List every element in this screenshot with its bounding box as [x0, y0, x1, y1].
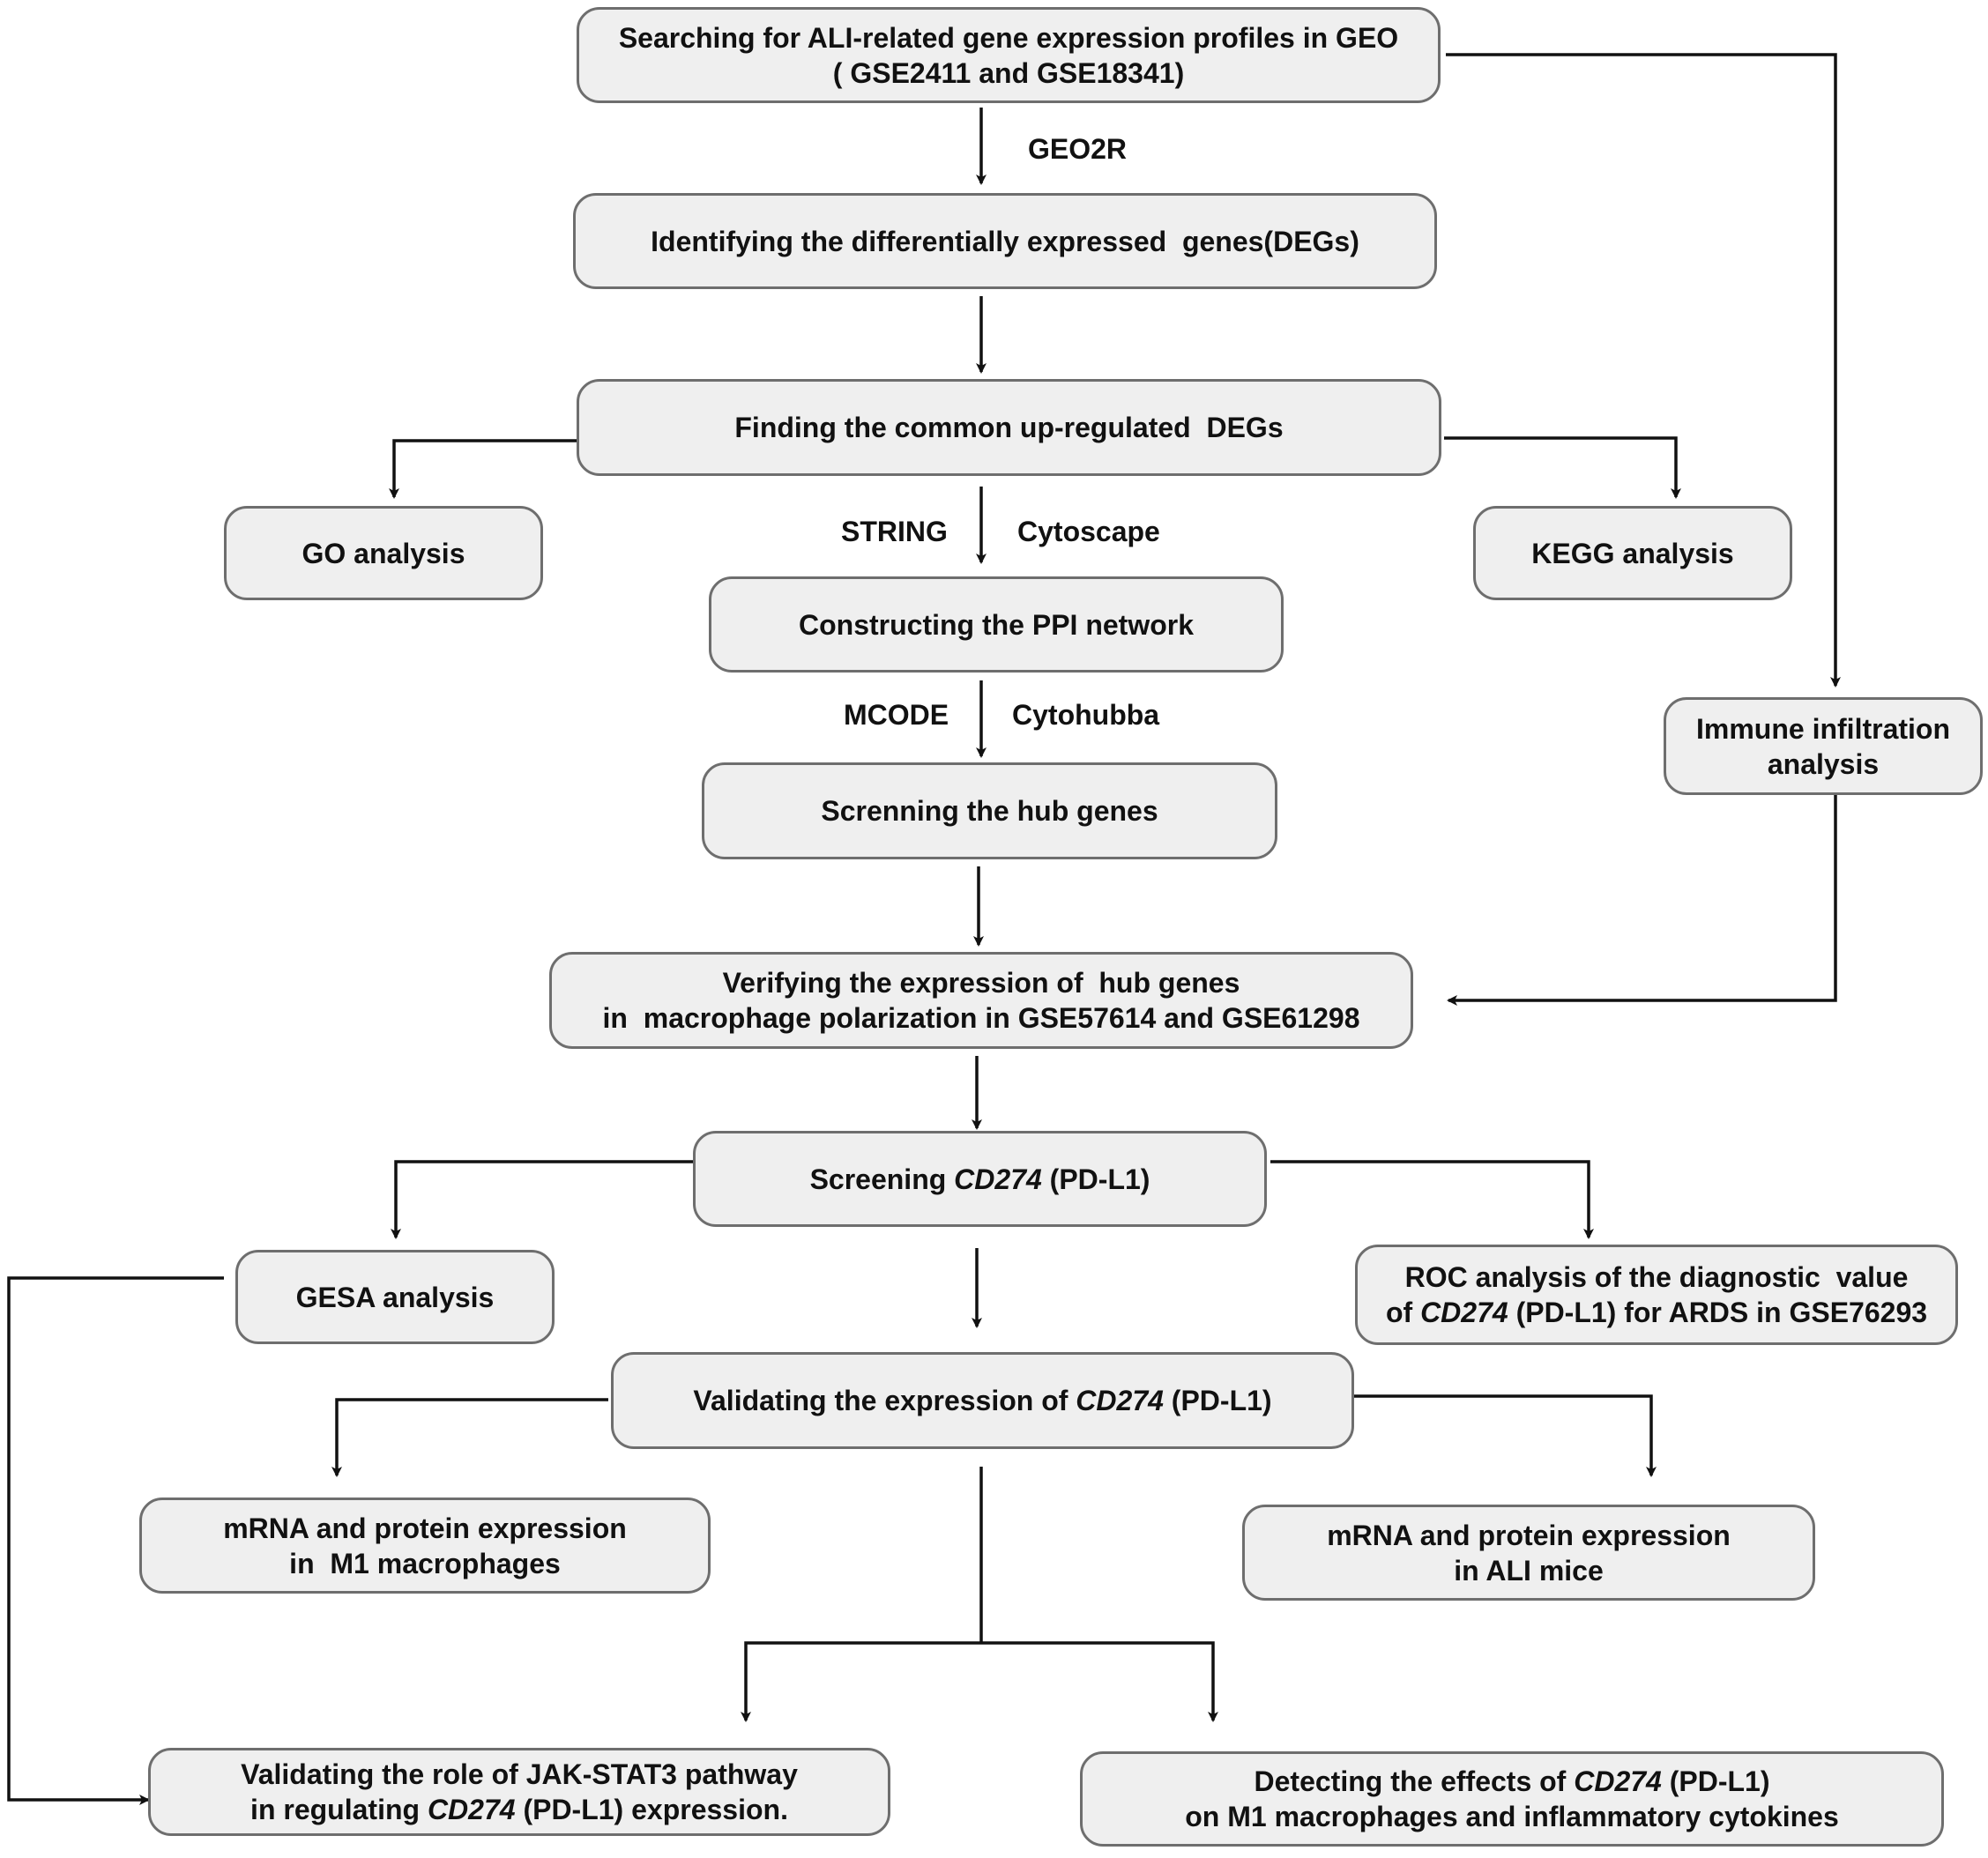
node-immune-infiltration: Immune infiltration analysis [1664, 697, 1983, 795]
node-verify-line1: Verifying the expression of hub genes [722, 967, 1240, 999]
node-search-line2: ( GSE2411 and GSE18341) [832, 56, 1185, 89]
node-validate-cd274: Validating the expression of CD274 (PD-L… [611, 1352, 1354, 1449]
node-alimice-line2: in ALI mice [1454, 1554, 1604, 1587]
node-screening-suffix: (PD-L1) [1041, 1163, 1150, 1195]
arrow-common-to-kegg [1444, 436, 1681, 499]
edge-label-geo2r: GEO2R [1028, 133, 1128, 165]
node-search-line1: Searching for ALI-related gene expressio… [618, 21, 1399, 54]
node-jak-line2-prefix: in regulating [250, 1794, 428, 1825]
arrow-immune-to-verify [1447, 795, 1837, 1006]
node-detect-line1-suffix: (PD-L1) [1661, 1765, 1770, 1797]
node-validate-prefix: Validating the expression of [693, 1385, 1076, 1416]
node-jak-line2: in regulating CD274 (PD-L1) expression. [250, 1792, 788, 1827]
arrow-screening-to-roc [1270, 1160, 1594, 1239]
arrow-screening-to-gesa [391, 1160, 693, 1239]
node-m1-line2: in M1 macrophages [289, 1547, 561, 1579]
node-m1-expression: mRNA and protein expression in M1 macrop… [139, 1498, 711, 1594]
node-m1-line1: mRNA and protein expression [223, 1512, 627, 1544]
node-validate-suffix: (PD-L1) [1163, 1385, 1272, 1416]
node-detect-gene: CD274 [1574, 1765, 1662, 1797]
node-screening-cd274: Screening CD274 (PD-L1) [693, 1131, 1267, 1227]
node-jak-line2-suffix: (PD-L1) expression. [515, 1794, 788, 1825]
node-kegg-line1: KEGG analysis [1531, 537, 1734, 569]
arrow-validate-to-alimice [1354, 1394, 1657, 1477]
arrow-search-to-immune [1446, 53, 1841, 687]
node-alimice-line1: mRNA and protein expression [1327, 1519, 1731, 1551]
node-go-line1: GO analysis [302, 537, 465, 569]
edge-label-cytohubba: Cytohubba [1012, 699, 1160, 731]
node-detect-line2: on M1 macrophages and inflammatory cytok… [1185, 1801, 1839, 1832]
node-jak-gene: CD274 [427, 1794, 516, 1825]
node-go-analysis: GO analysis [224, 506, 543, 600]
node-ppi-line1: Constructing the PPI network [798, 608, 1195, 641]
node-common-line1: Finding the common up-regulated DEGs [734, 412, 1284, 443]
arrow-common-to-go [389, 439, 577, 499]
node-identify-degs: Identifying the differentially expressed… [573, 193, 1437, 289]
node-kegg-analysis: KEGG analysis [1473, 506, 1792, 600]
node-degs-line1: Identifying the differentially expressed… [651, 225, 1359, 257]
node-jak-stat3: Validating the role of JAK-STAT3 pathway… [148, 1748, 890, 1836]
node-detect-effects: Detecting the effects of CD274 (PD-L1) o… [1080, 1751, 1944, 1847]
node-hub-genes: Screnning the hub genes [702, 762, 1277, 859]
arrow-split-to-jak [741, 1641, 981, 1722]
node-immune-line2: analysis [1767, 747, 1880, 780]
node-gesa-line1: GESA analysis [295, 1281, 495, 1313]
edge-label-mcode: MCODE [844, 699, 949, 731]
edge-label-cytoscape: Cytoscape [1017, 516, 1160, 547]
node-roc-line1: ROC analysis of the diagnostic value [1404, 1261, 1909, 1293]
node-screening-line1: Screening CD274 (PD-L1) [810, 1162, 1150, 1197]
node-screening-prefix: Screening [809, 1163, 955, 1195]
node-detect-line1-prefix: Detecting the effects of [1254, 1765, 1575, 1797]
node-roc-analysis: ROC analysis of the diagnostic value of … [1355, 1245, 1958, 1345]
node-roc-gene: CD274 [1420, 1297, 1508, 1328]
edge-label-string: STRING [841, 516, 948, 547]
node-roc-line2-suffix: (PD-L1) for ARDS in GSE76293 [1508, 1297, 1928, 1328]
node-ppi-network: Constructing the PPI network [709, 576, 1284, 673]
node-search-geo: Searching for ALI-related gene expressio… [577, 7, 1441, 103]
node-immune-line1: Immune infiltration [1696, 712, 1950, 745]
arrow-validate-to-m1 [331, 1398, 608, 1477]
node-verify-line2: in macrophage polarization in GSE57614 a… [602, 1002, 1360, 1034]
node-validate-gene: CD274 [1076, 1385, 1164, 1416]
arrow-gesa-to-jak [7, 1276, 224, 1805]
node-validate-line1: Validating the expression of CD274 (PD-L… [693, 1383, 1271, 1418]
node-detect-line1: Detecting the effects of CD274 (PD-L1) [1255, 1764, 1770, 1799]
node-ali-mice-expression: mRNA and protein expression in ALI mice [1242, 1505, 1815, 1601]
node-jak-line1: Validating the role of JAK-STAT3 pathway [241, 1758, 798, 1790]
node-roc-line2-prefix: of [1385, 1297, 1421, 1328]
node-verify-hub-expression: Verifying the expression of hub genes in… [549, 952, 1413, 1049]
node-gesa-analysis: GESA analysis [235, 1250, 555, 1344]
node-screening-gene: CD274 [954, 1163, 1042, 1195]
node-roc-line2: of CD274 (PD-L1) for ARDS in GSE76293 [1386, 1295, 1927, 1330]
arrow-split-to-detect [981, 1641, 1218, 1722]
node-common-degs: Finding the common up-regulated DEGs [577, 379, 1441, 476]
node-hub-line1: Screnning the hub genes [821, 795, 1158, 827]
